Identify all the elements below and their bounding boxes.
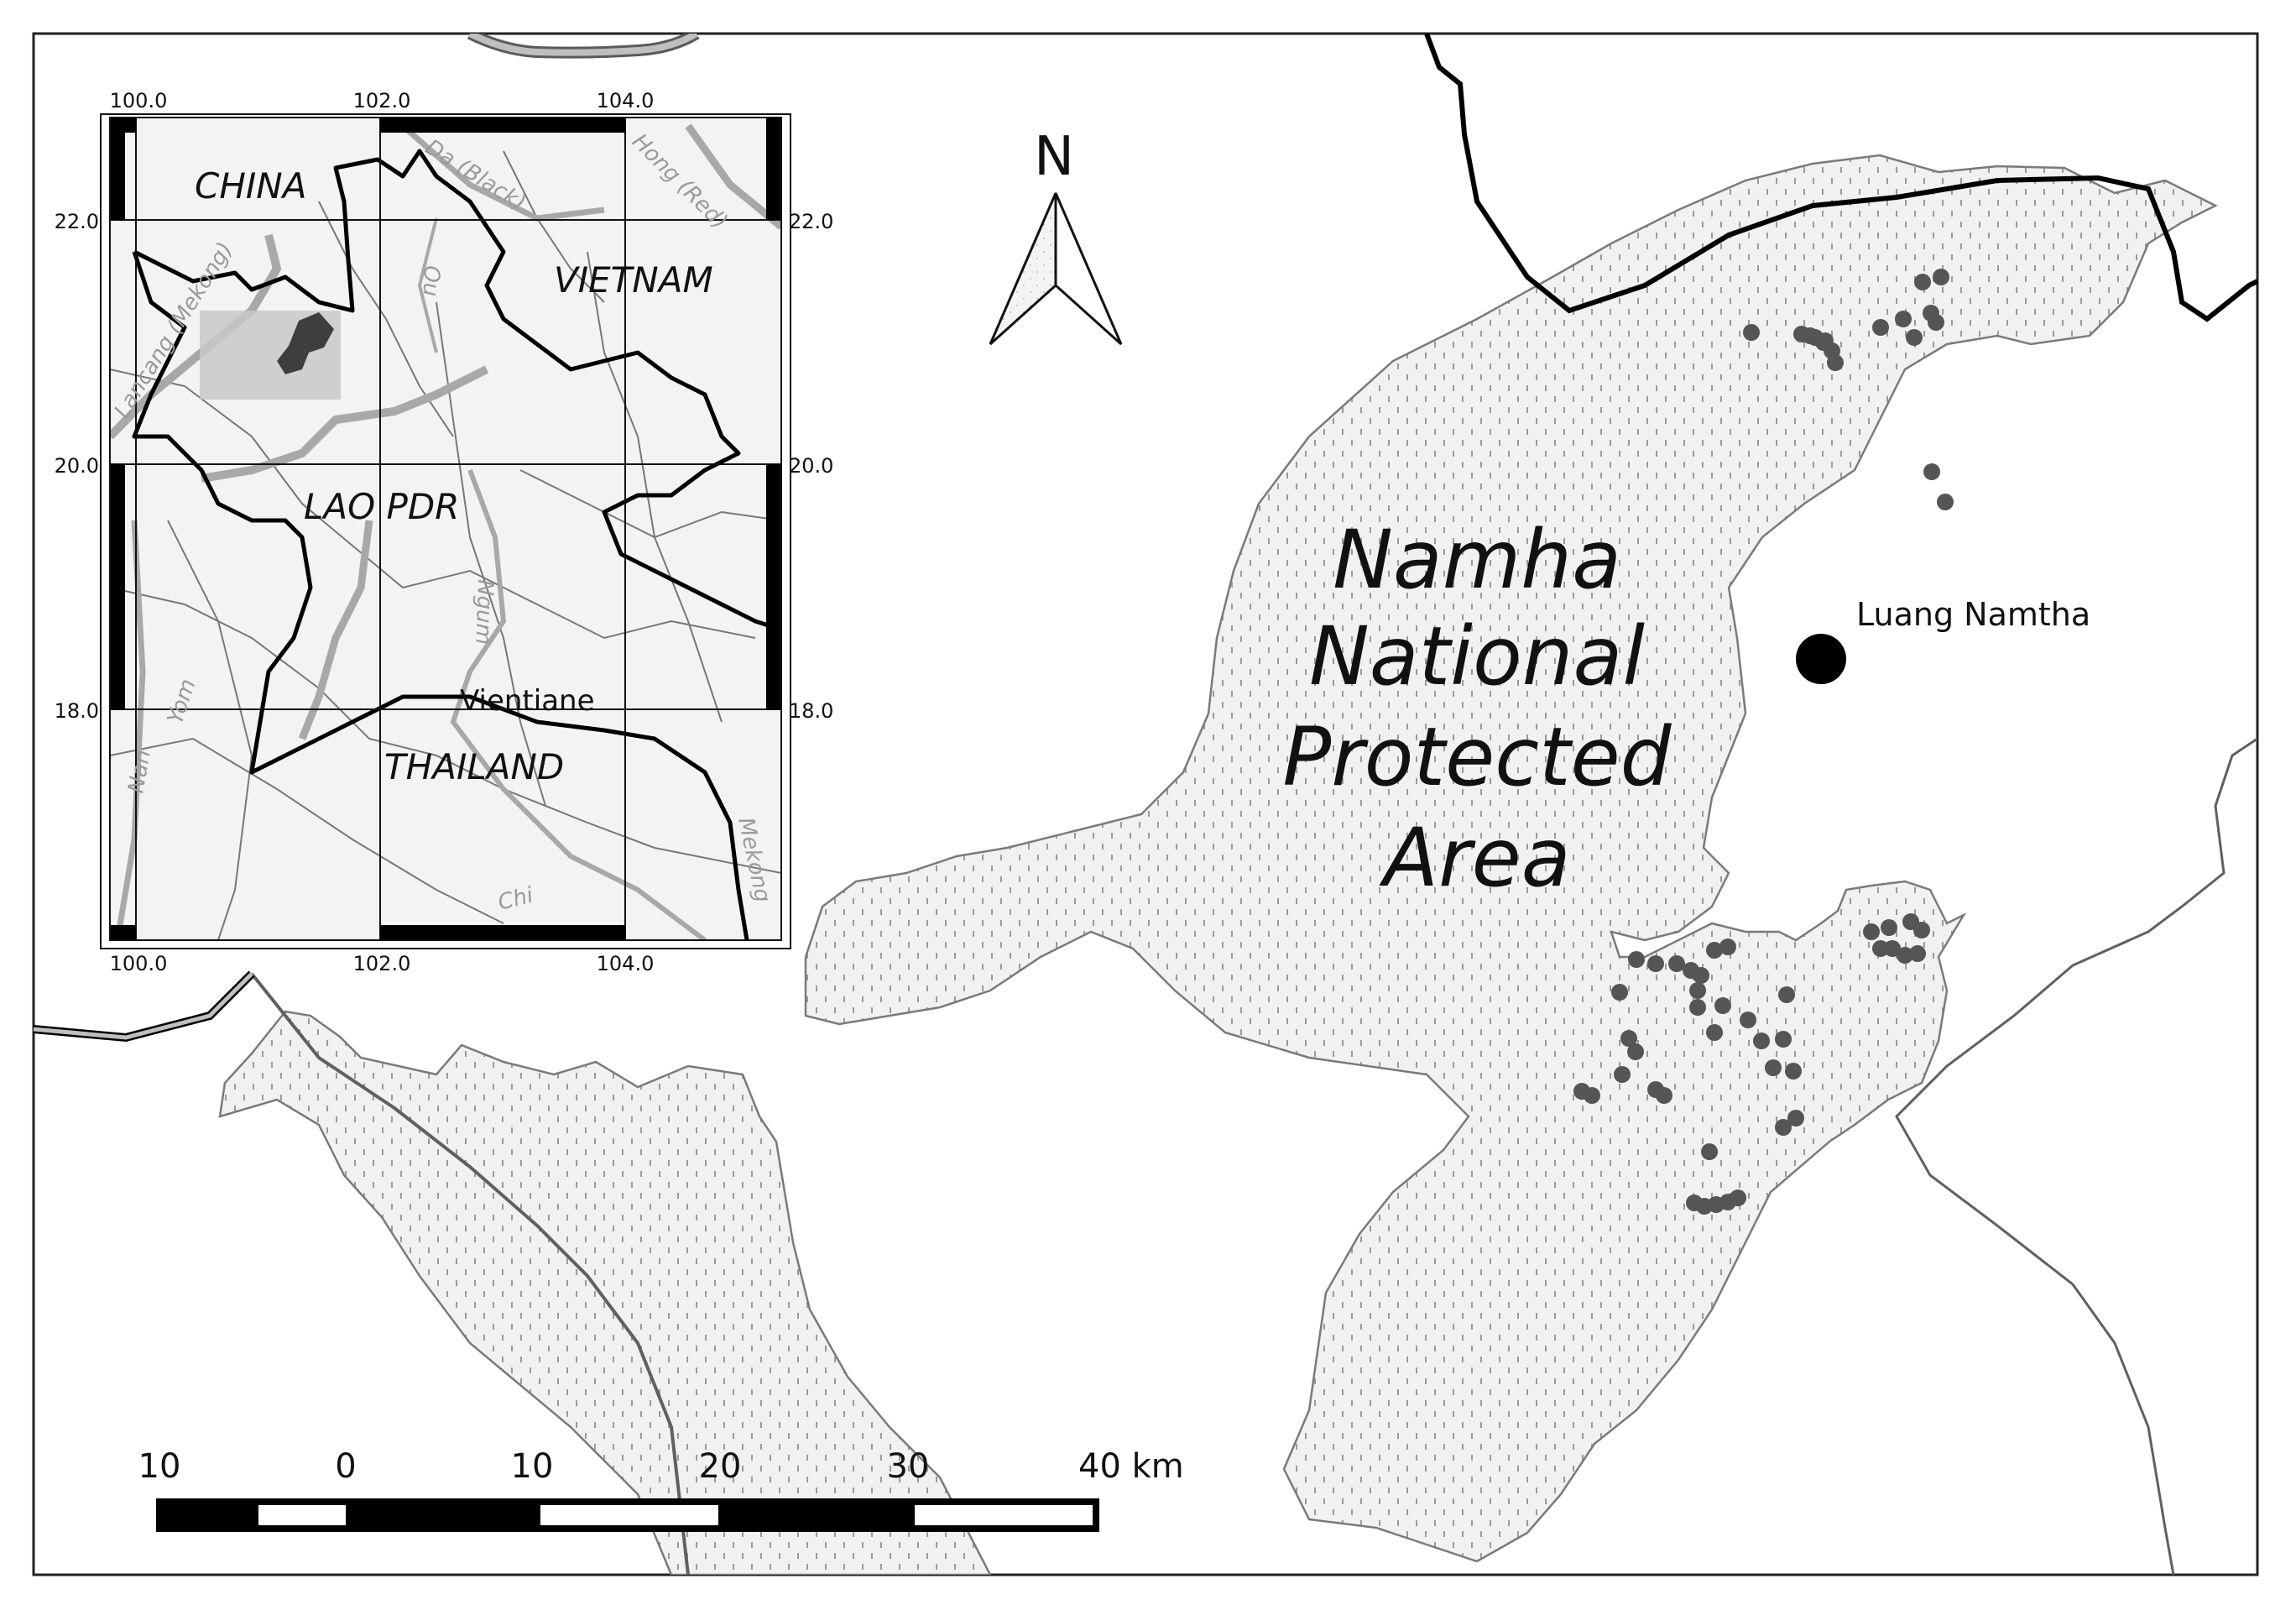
protected-area-namha[interactable] xyxy=(804,154,2218,1563)
sample-point xyxy=(1895,311,1912,327)
inset-label-lao: LAO PDR xyxy=(304,486,459,527)
sample-point xyxy=(1913,922,1930,938)
sample-point xyxy=(1872,940,1889,957)
inset-left-tick-18: 18.0 xyxy=(55,699,99,723)
scale-bar: 10 0 10 20 30 40 km xyxy=(138,1447,1184,1532)
sample-point xyxy=(1765,1059,1782,1076)
sample-point xyxy=(1778,986,1795,1003)
inset-bottom-tick-104: 104.0 xyxy=(597,952,655,975)
sample-point xyxy=(1584,1087,1600,1104)
sample-point xyxy=(1620,1030,1637,1047)
inset-top-tick-104: 104.0 xyxy=(597,89,655,112)
sample-point xyxy=(1689,999,1706,1016)
sample-point xyxy=(1802,327,1819,344)
sample-point xyxy=(1730,1189,1746,1206)
sample-point xyxy=(1923,463,1940,480)
international-border xyxy=(1424,34,2257,322)
inset-left-tick-20: 20.0 xyxy=(55,454,99,478)
sample-point xyxy=(1611,984,1628,1001)
town-label: Luang Namtha xyxy=(1856,596,2090,633)
sample-point xyxy=(1647,955,1664,972)
sample-point xyxy=(1906,329,1923,346)
sample-point xyxy=(1689,982,1706,999)
sample-point xyxy=(1872,319,1889,336)
sample-point xyxy=(1817,332,1834,349)
protected-area-label-line-1: Namha xyxy=(1333,513,1621,607)
sample-point xyxy=(1714,997,1731,1014)
inset-right-tick-22: 22.0 xyxy=(789,210,833,233)
inset-label-vietnam: VIETNAM xyxy=(554,259,713,301)
sample-point xyxy=(1743,324,1760,341)
inset-river-ou: Ou xyxy=(418,265,444,297)
north-arrow: N xyxy=(989,126,1123,346)
sample-point xyxy=(1897,947,1913,964)
scale-label-10: 10 xyxy=(511,1447,554,1486)
protected-area-label-line-3: Protected xyxy=(1282,710,1672,804)
sample-point xyxy=(1706,1024,1723,1041)
sample-points xyxy=(1573,269,1954,1215)
north-arrow-right-half xyxy=(1054,192,1123,346)
sample-point xyxy=(1668,955,1685,972)
sample-point xyxy=(1775,1031,1792,1048)
inset-label-thailand: THAILAND xyxy=(384,746,564,787)
scale-label-20: 20 xyxy=(699,1447,742,1486)
sample-point xyxy=(1656,1087,1672,1104)
sample-point xyxy=(1863,923,1880,940)
protected-area-southwest xyxy=(218,1010,992,1575)
inset-label-china: CHINA xyxy=(195,165,306,207)
sample-point xyxy=(1881,919,1897,936)
sample-point xyxy=(1753,1033,1770,1049)
sample-point xyxy=(1884,940,1901,957)
sample-point xyxy=(1923,305,1939,322)
inset-map: CHINA VIETNAM LAO PDR THAILAND Vientiane… xyxy=(55,89,834,975)
inset-top-tick-100: 100.0 xyxy=(110,89,168,112)
inset-left-tick-22: 22.0 xyxy=(55,210,99,233)
north-label: N xyxy=(1034,126,1074,188)
scale-label-30: 30 xyxy=(887,1447,930,1486)
sample-point xyxy=(1775,1119,1792,1136)
sample-point xyxy=(1787,1110,1804,1127)
inset-label-vientiane: Vientiane xyxy=(460,684,595,718)
protected-area-label-line-2: National xyxy=(1309,609,1645,703)
sample-point xyxy=(1706,942,1723,959)
inset-right-tick-20: 20.0 xyxy=(789,454,833,478)
river-southwest xyxy=(250,972,690,1575)
sample-point xyxy=(1740,1012,1756,1028)
sample-point xyxy=(1785,1063,1802,1080)
sample-point xyxy=(1827,354,1844,371)
sample-point xyxy=(1614,1066,1631,1083)
sample-point xyxy=(1909,945,1926,962)
sample-point xyxy=(1683,962,1699,979)
sample-point xyxy=(1937,494,1954,510)
sample-point xyxy=(1933,269,1949,285)
sample-point xyxy=(1701,1143,1718,1160)
inset-bottom-tick-102: 102.0 xyxy=(353,952,411,975)
scale-label-0: 0 xyxy=(335,1447,356,1486)
inset-top-tick-102: 102.0 xyxy=(353,89,411,112)
river-east xyxy=(1895,737,2257,1575)
inset-right-tick-18: 18.0 xyxy=(789,699,833,723)
town-marker xyxy=(1796,634,1846,684)
sample-point xyxy=(1627,1043,1644,1060)
sample-point xyxy=(1914,274,1931,290)
inset-bottom-tick-100: 100.0 xyxy=(110,952,168,975)
protected-area-label-line-4: Area xyxy=(1378,811,1570,905)
sample-point xyxy=(1719,938,1736,955)
inset-river-ngum: Ngum xyxy=(470,579,498,646)
scale-label-40km: 40 km xyxy=(1078,1447,1184,1486)
scale-label-10-left: 10 xyxy=(138,1447,181,1486)
sample-point xyxy=(1628,951,1645,968)
